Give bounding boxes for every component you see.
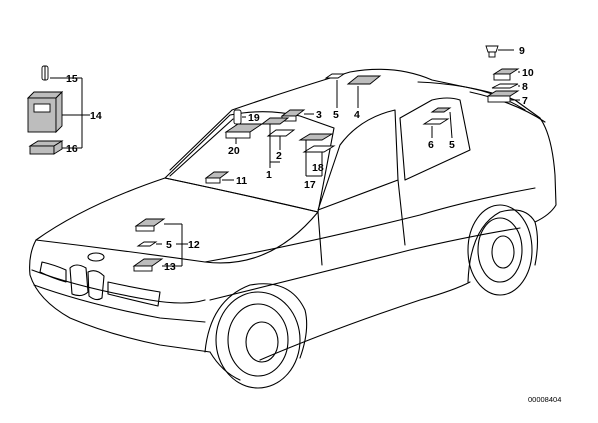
switch-panel-icon <box>224 123 264 139</box>
interior-lamp-icon <box>492 68 520 81</box>
callout-18: 18 <box>312 162 324 174</box>
callout-11: 11 <box>236 175 247 187</box>
callout-13: 13 <box>164 261 176 273</box>
reading-lamp-icon <box>280 109 306 122</box>
callout-14: 14 <box>90 110 102 122</box>
rear-lamp-icon <box>422 107 452 125</box>
callout-5-rear: 5 <box>449 139 455 151</box>
callout-2: 2 <box>276 150 282 162</box>
foam-pad-icon <box>28 140 64 155</box>
lamp-icon <box>136 241 158 247</box>
visor-lamp-icon <box>204 171 230 184</box>
bulb-icon <box>41 65 49 81</box>
callout-20: 20 <box>228 145 240 157</box>
diagram-reference-number: 00008404 <box>528 395 561 404</box>
callout-9: 9 <box>519 45 525 57</box>
lamp-icon <box>324 73 346 79</box>
control-module-icon <box>26 90 64 134</box>
roof-lamp-icon <box>346 75 382 85</box>
callout-8: 8 <box>522 81 528 93</box>
callout-3: 3 <box>316 109 322 121</box>
parts <box>26 45 520 272</box>
lamp-housing-icon <box>486 90 520 103</box>
clip-icon <box>485 45 499 58</box>
callout-17: 17 <box>304 179 316 191</box>
lens-icon <box>491 83 519 89</box>
callout-19: 19 <box>248 112 260 124</box>
bulb-icon <box>233 109 242 125</box>
callout-15: 15 <box>66 73 78 85</box>
callout-16: 16 <box>66 143 78 155</box>
callout-5-roof: 5 <box>333 109 339 121</box>
callout-5-front: 5 <box>166 239 172 251</box>
callout-6: 6 <box>428 139 434 151</box>
glove-box-lamp-icon <box>132 258 164 272</box>
callout-7: 7 <box>522 95 528 107</box>
callout-10: 10 <box>522 67 534 79</box>
footwell-lamp-icon <box>134 218 166 232</box>
leader-lines <box>50 49 520 267</box>
callout-labels: 15 14 16 9 10 8 7 5 4 3 19 20 2 1 18 17 … <box>66 45 561 404</box>
callout-1: 1 <box>266 169 272 181</box>
car-outline <box>29 68 557 389</box>
sunroof-switch-icon <box>298 133 336 153</box>
callout-12: 12 <box>188 239 200 251</box>
callout-4: 4 <box>354 109 360 121</box>
